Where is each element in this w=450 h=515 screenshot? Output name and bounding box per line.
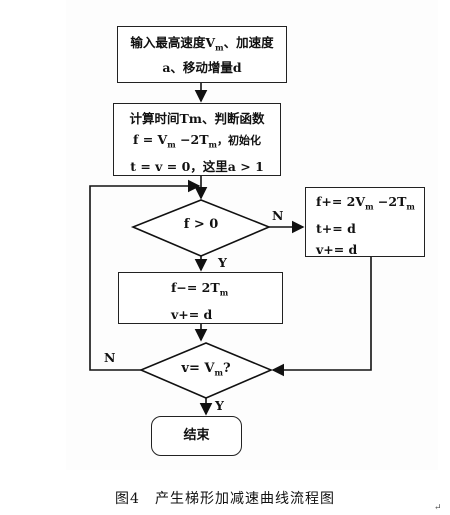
arrow-rightbox-to-d2 [271, 256, 372, 377]
decision-d2-label: v= Vm? [181, 361, 231, 378]
arrow-d2-no-loop [89, 179, 201, 371]
end-box: 结束 [151, 416, 242, 456]
update-no-box: f+= 2Vm −2Tm t+= d v+= d [305, 187, 425, 257]
figure-caption: 图4 产生梯形加减速曲线流程图 [115, 491, 335, 507]
decision-d1-no-label: N [272, 208, 284, 223]
decision-d2-yes-label: Y [215, 398, 224, 413]
update-yes-box: f−= 2Tm v+= d [118, 272, 283, 324]
return-mark: ↵ [434, 503, 442, 513]
decision-d1-yes-label: Y [218, 255, 227, 270]
decision-d2-no-label: N [104, 350, 116, 365]
compute-box: 计算时间Tm、判断函数 f = Vm −2Tm，初始化 t = v = 0，这里… [113, 103, 281, 176]
input-box: 输入最高速度Vm、加速度 a、移动增量d [117, 26, 287, 83]
decision-d1-label: f > 0 [183, 217, 219, 232]
